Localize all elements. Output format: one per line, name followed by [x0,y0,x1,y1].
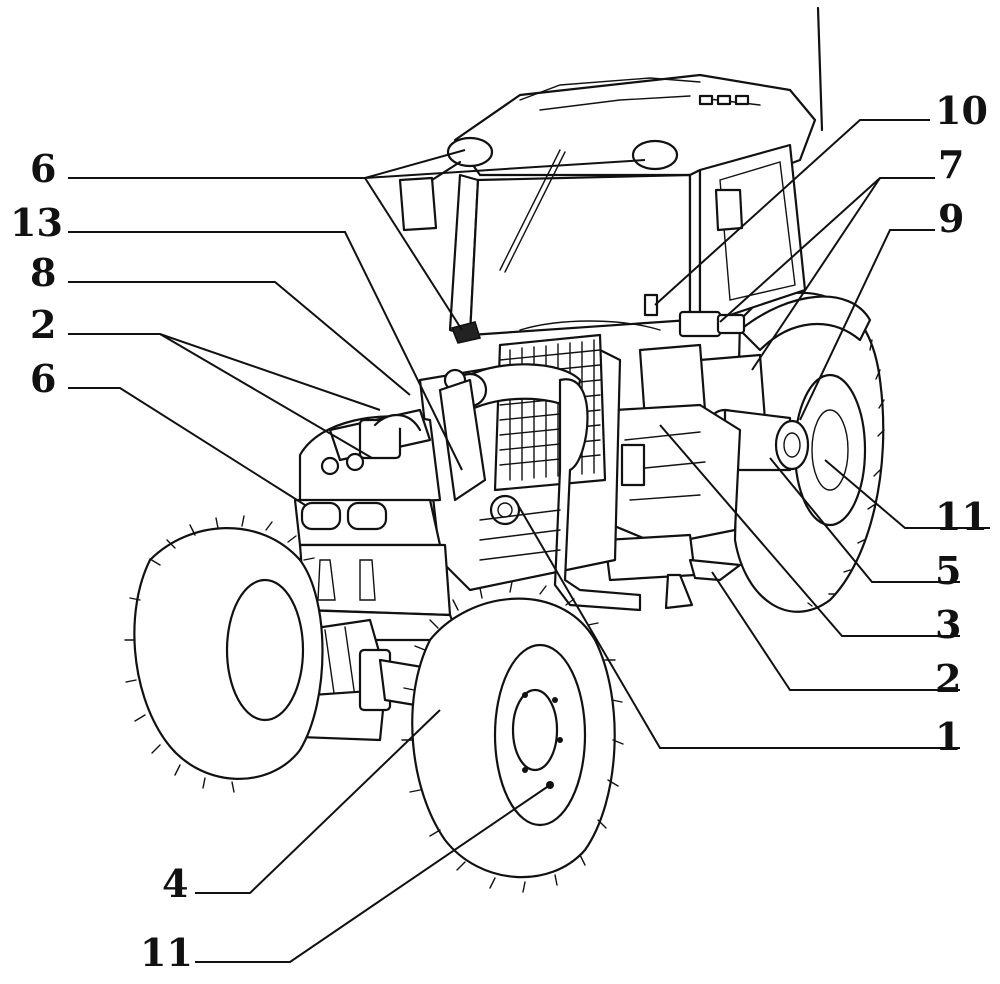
callout-1: 1 [935,714,961,759]
front-left-wheel [124,515,324,793]
front-right-wheel [401,581,624,893]
callout-13: 13 [10,200,63,245]
callout-labels: 6 13 8 2 6 10 7 9 11 5 3 2 1 4 11 [10,88,988,975]
rear-right-wheel [733,291,885,613]
callout-3: 3 [935,602,961,647]
cab [398,6,824,337]
callout-11-right: 11 [935,494,988,539]
callout-2-left: 2 [30,302,56,347]
transmission [603,403,742,610]
leader-lines [68,119,990,963]
callout-4: 4 [162,861,188,906]
callout-6-top: 6 [30,146,56,191]
callout-9: 9 [938,196,964,241]
tractor-illustration [124,6,885,893]
callout-11-bottom: 11 [140,930,193,975]
callout-7: 7 [938,142,964,187]
callout-2-right: 2 [935,656,961,701]
callout-6-left: 6 [30,356,56,401]
callout-5: 5 [935,548,961,593]
callout-8: 8 [30,250,56,295]
callout-10: 10 [935,88,988,133]
hood [293,378,487,642]
